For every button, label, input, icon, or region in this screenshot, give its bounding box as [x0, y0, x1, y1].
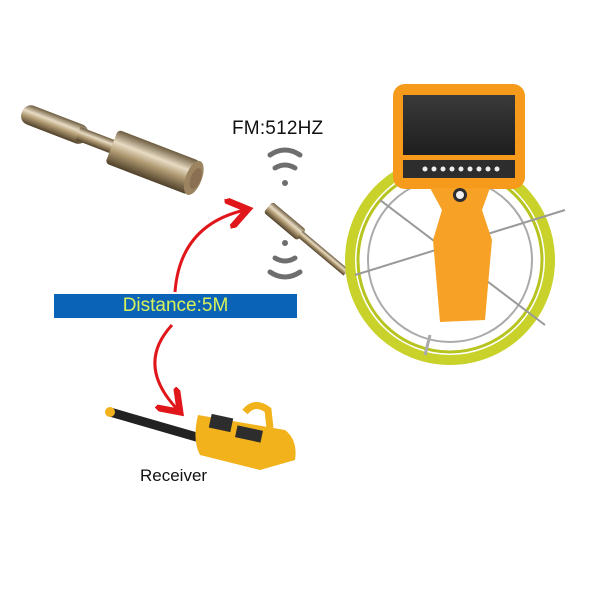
signal-waves-bottom-icon	[267, 240, 303, 280]
control-unit-image	[393, 84, 525, 322]
receiver-image	[105, 402, 296, 470]
camera-head-image	[21, 105, 204, 195]
signal-waves-top-icon	[267, 147, 303, 186]
arrow-to-receiver	[153, 323, 178, 410]
frequency-label: FM:512HZ	[232, 118, 324, 139]
receiver-label: Receiver	[140, 466, 208, 485]
transmitter-sonde-image	[264, 202, 349, 276]
arrow-to-sonde	[173, 210, 245, 293]
distance-label: Distance:5M	[122, 295, 229, 316]
distance-banner: Distance:5M	[54, 294, 297, 318]
